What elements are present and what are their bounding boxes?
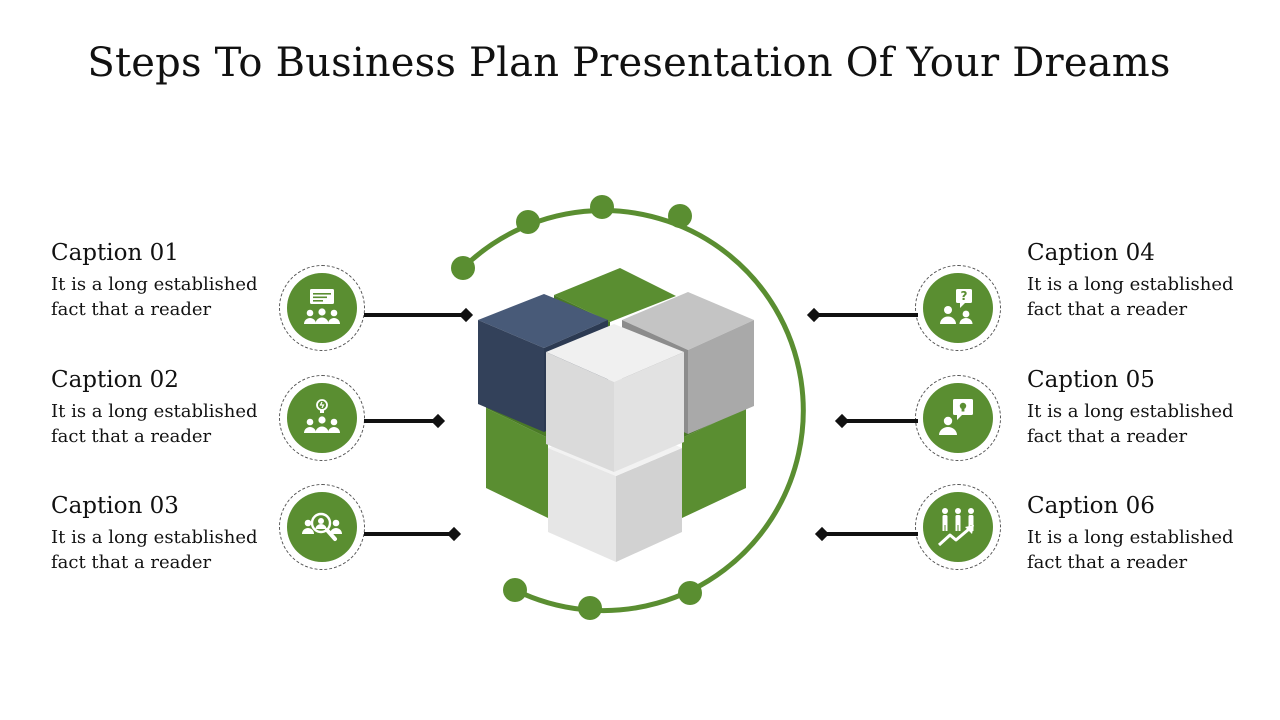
connector-3: [364, 532, 452, 536]
step-5-caption: Caption 05: [1027, 367, 1155, 393]
team-growth-icon: [937, 508, 974, 547]
arc-dot: [590, 195, 614, 219]
step-6-badge: [915, 484, 1001, 570]
arc-dot: [503, 578, 527, 602]
arc-dot: [578, 596, 602, 620]
step-2-caption: Caption 02: [51, 367, 179, 393]
team-search-icon: [302, 512, 342, 541]
connector-5: [846, 419, 918, 423]
step-5-badge: [915, 375, 1001, 461]
step-3-badge: [279, 484, 365, 570]
step-4: Caption 04 It is a long established fact…: [1027, 240, 1257, 322]
step-4-text: It is a long established fact that a rea…: [1027, 274, 1234, 320]
person-idea-icon: [939, 399, 973, 435]
step-2-text: It is a long established fact that a rea…: [51, 401, 258, 447]
step-4-caption: Caption 04: [1027, 240, 1155, 266]
team-idea-icon: [304, 399, 340, 433]
arc-dots: [451, 195, 702, 620]
arc-dot: [678, 581, 702, 605]
step-1-text: It is a long established fact that a rea…: [51, 274, 258, 320]
white-block-top: [546, 324, 684, 472]
step-4-badge: ?: [915, 265, 1001, 351]
step-1-badge: [279, 265, 365, 351]
arc: [461, 208, 806, 614]
step-2-badge: [279, 375, 365, 461]
step-3: Caption 03 It is a long established fact…: [51, 493, 281, 575]
slide-title: Steps To Business Plan Presentation Of Y…: [87, 40, 1171, 86]
step-3-caption: Caption 03: [51, 493, 179, 519]
arc-dot: [451, 256, 475, 280]
connector-4: [818, 313, 918, 317]
connector-6: [826, 532, 918, 536]
step-6-text: It is a long established fact that a rea…: [1027, 527, 1234, 573]
green-top-tile: [554, 268, 676, 322]
step-1-caption: Caption 01: [51, 240, 179, 266]
connector-2: [364, 419, 436, 423]
svg-text:?: ?: [961, 289, 968, 303]
arc-dot: [516, 210, 540, 234]
step-5-text: It is a long established fact that a rea…: [1027, 401, 1234, 447]
step-6: Caption 06 It is a long established fact…: [1027, 493, 1257, 575]
step-6-caption: Caption 06: [1027, 493, 1155, 519]
connector-1: [364, 313, 464, 317]
presentation-audience-icon: [304, 289, 340, 324]
step-5: Caption 05 It is a long established fact…: [1027, 367, 1257, 449]
step-2: Caption 02 It is a long established fact…: [51, 367, 281, 449]
step-1: Caption 01 It is a long established fact…: [51, 240, 281, 322]
people-question-icon: ?: [940, 289, 973, 324]
step-3-text: It is a long established fact that a rea…: [51, 527, 258, 573]
arc-dot: [668, 204, 692, 228]
